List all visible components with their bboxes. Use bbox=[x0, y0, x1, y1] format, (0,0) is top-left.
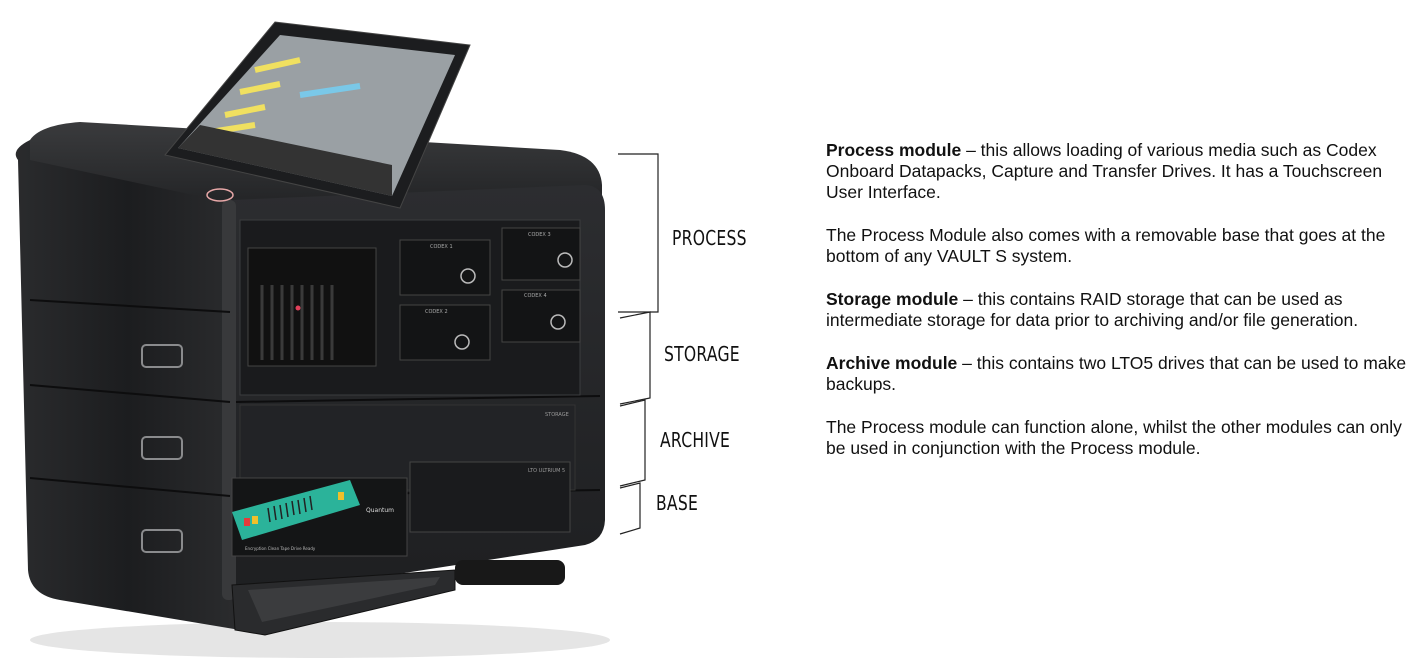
codex-eject-icon bbox=[460, 268, 476, 284]
description-text: – this contains RAID storage that can be… bbox=[826, 289, 1359, 330]
description-bold: Process module bbox=[826, 140, 962, 160]
tape-brand: Quantum bbox=[366, 507, 394, 514]
description-bold: Storage module bbox=[826, 289, 959, 309]
codex-slot-2: CODEX 2 bbox=[399, 304, 491, 361]
tape-color-tab bbox=[244, 518, 250, 526]
codex-slot-3: CODEX 3 bbox=[501, 227, 581, 281]
base-tray-mesh bbox=[248, 577, 440, 622]
codex-slot-4: CODEX 4 bbox=[501, 289, 581, 343]
lto-label: LTO ULTRIUM 5 bbox=[528, 468, 565, 474]
touchscreen bbox=[164, 21, 471, 209]
side-handle bbox=[141, 344, 183, 368]
codex-slot-label: CODEX 1 bbox=[430, 244, 453, 250]
description-bold: Archive module bbox=[826, 353, 958, 373]
bracket-process bbox=[618, 153, 659, 313]
codex-eject-icon bbox=[550, 314, 566, 330]
side-handle bbox=[141, 529, 183, 553]
description-process: Process module – this allows loading of … bbox=[826, 140, 1416, 203]
description-archive: Archive module – this contains two LTO5 … bbox=[826, 353, 1416, 395]
codex-slot-label: CODEX 4 bbox=[524, 293, 547, 299]
description-note: The Process module can function alone, w… bbox=[826, 417, 1416, 459]
vault-device-image: CODEX 1 CODEX 2 CODEX 3 CODEX 4 STORAGE … bbox=[15, 21, 610, 658]
bracket-base bbox=[619, 482, 641, 535]
module-descriptions: Process module – this allows loading of … bbox=[826, 140, 1416, 481]
codex-slot-label: CODEX 2 bbox=[425, 309, 448, 315]
module-seam bbox=[29, 299, 231, 313]
bracket-storage bbox=[619, 311, 651, 405]
side-panel bbox=[15, 140, 241, 630]
codex-eject-icon bbox=[557, 252, 573, 268]
codex-eject-icon bbox=[454, 334, 470, 350]
description-base: The Process Module also comes with a rem… bbox=[826, 225, 1416, 267]
codex-slot-label: CODEX 3 bbox=[528, 232, 551, 238]
module-brackets bbox=[618, 153, 659, 535]
module-seam bbox=[235, 395, 601, 403]
module-seam bbox=[29, 477, 231, 497]
description-text: The Process Module also comes with a rem… bbox=[826, 225, 1386, 266]
tape-color-tab bbox=[338, 492, 344, 500]
module-seam bbox=[29, 384, 231, 403]
label-base: BASE bbox=[656, 491, 699, 515]
floor-shadow bbox=[30, 622, 610, 658]
description-storage: Storage module – this contains RAID stor… bbox=[826, 289, 1416, 331]
description-text: The Process module can function alone, w… bbox=[826, 417, 1402, 458]
lto-drive-bay bbox=[409, 461, 571, 533]
drive-led bbox=[295, 305, 301, 311]
label-process: PROCESS bbox=[672, 226, 747, 250]
codex-slot-1: CODEX 1 bbox=[399, 239, 491, 296]
tape-color-tab bbox=[252, 516, 258, 524]
bracket-archive bbox=[619, 399, 646, 487]
storage-plate-label: STORAGE bbox=[545, 412, 569, 418]
drive-fins bbox=[260, 285, 334, 360]
label-archive: ARCHIVE bbox=[660, 428, 731, 452]
tape-caption: Encryption Clean Tape Drive Ready bbox=[245, 546, 316, 551]
power-button-icon bbox=[206, 188, 234, 202]
description-text: – this contains two LTO5 drives that can… bbox=[826, 353, 1407, 394]
tape-barcode bbox=[267, 495, 313, 523]
side-handle bbox=[141, 436, 183, 460]
tape-cartridge bbox=[232, 480, 360, 540]
label-storage: STORAGE bbox=[664, 342, 740, 366]
description-text: – this allows loading of various media s… bbox=[826, 140, 1383, 202]
tray-grip bbox=[455, 560, 565, 585]
